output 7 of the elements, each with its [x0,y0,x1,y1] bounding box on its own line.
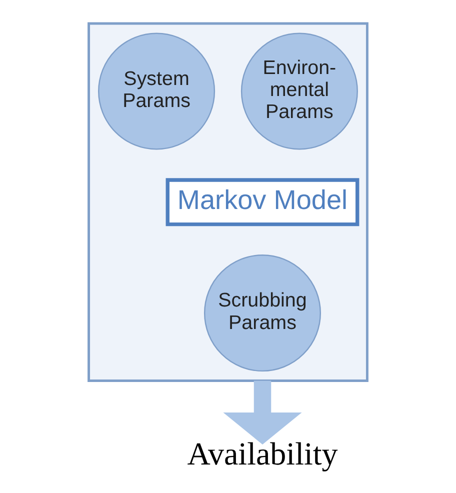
node-circle: Scrubbing Params [204,254,322,372]
node-circle: System Params [98,32,216,150]
node-box: Markov Model [166,178,360,226]
arrow [223,380,302,445]
node-text: Availability [187,435,338,472]
cluster [88,22,368,382]
node-circle: Environ- mental Params [240,32,358,150]
